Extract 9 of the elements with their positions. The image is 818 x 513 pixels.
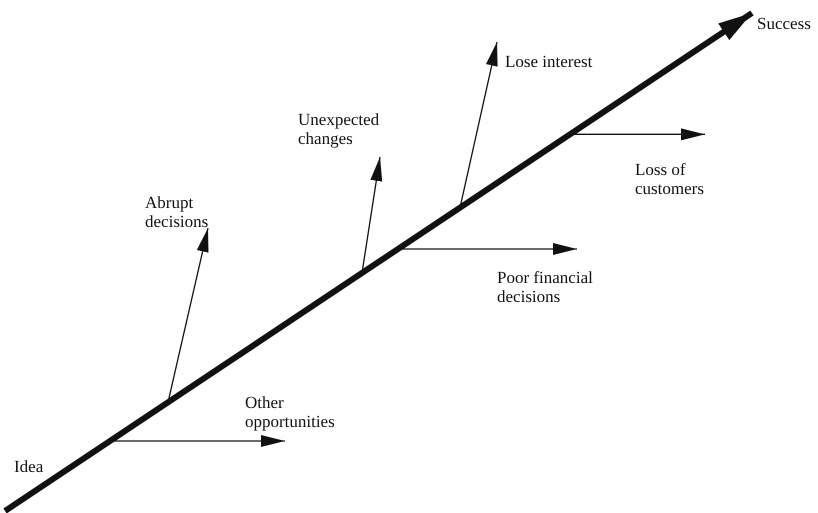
step-label: Lose interest (505, 52, 615, 71)
step-label: Idea (14, 457, 54, 476)
step-label: Success (757, 14, 815, 33)
step-label: Loss of customers (635, 160, 725, 198)
step-label: Unexpected changes (298, 110, 390, 148)
step-label: Other opportunities (245, 393, 365, 431)
step-label: Abrupt decisions (145, 193, 225, 231)
step-label: Poor financial decisions (497, 268, 617, 306)
main-arrow (3, 10, 754, 513)
